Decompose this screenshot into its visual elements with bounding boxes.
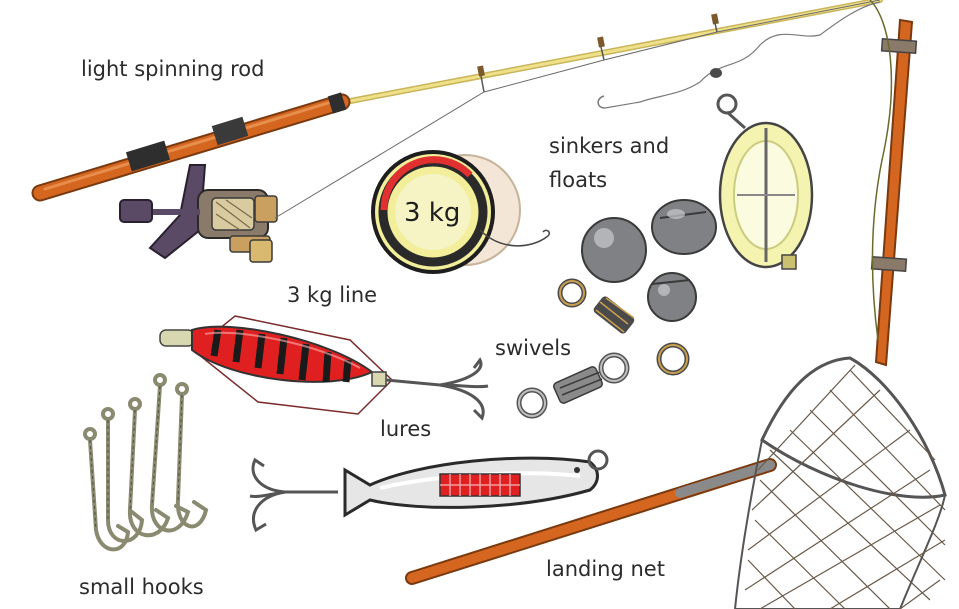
float-stick <box>869 0 918 367</box>
float <box>716 93 814 270</box>
sinkers <box>581 199 717 322</box>
label-light-spinning-rod: light spinning rod <box>81 57 265 81</box>
label-swivels: swivels <box>495 336 572 360</box>
label-sinkers-and-floats: sinkers and floats <box>549 129 669 197</box>
spool-weight-text: 3 kg <box>404 198 461 228</box>
label-sinkers-line2: floats <box>549 168 608 192</box>
swivels <box>516 278 690 419</box>
label-3kg-line: 3 kg line <box>287 283 378 307</box>
spinning-rod <box>31 0 883 202</box>
fish-spoon-lure <box>249 449 609 533</box>
label-small-hooks: small hooks <box>79 575 204 599</box>
landing-net <box>405 356 947 609</box>
striped-lure <box>159 315 489 421</box>
label-landing-net: landing net <box>546 557 665 581</box>
label-lures: lures <box>380 417 432 441</box>
line-spool <box>371 150 551 274</box>
small-hooks <box>83 373 209 552</box>
label-sinkers-line1: sinkers and <box>549 134 670 158</box>
spinning-reel <box>119 164 278 263</box>
